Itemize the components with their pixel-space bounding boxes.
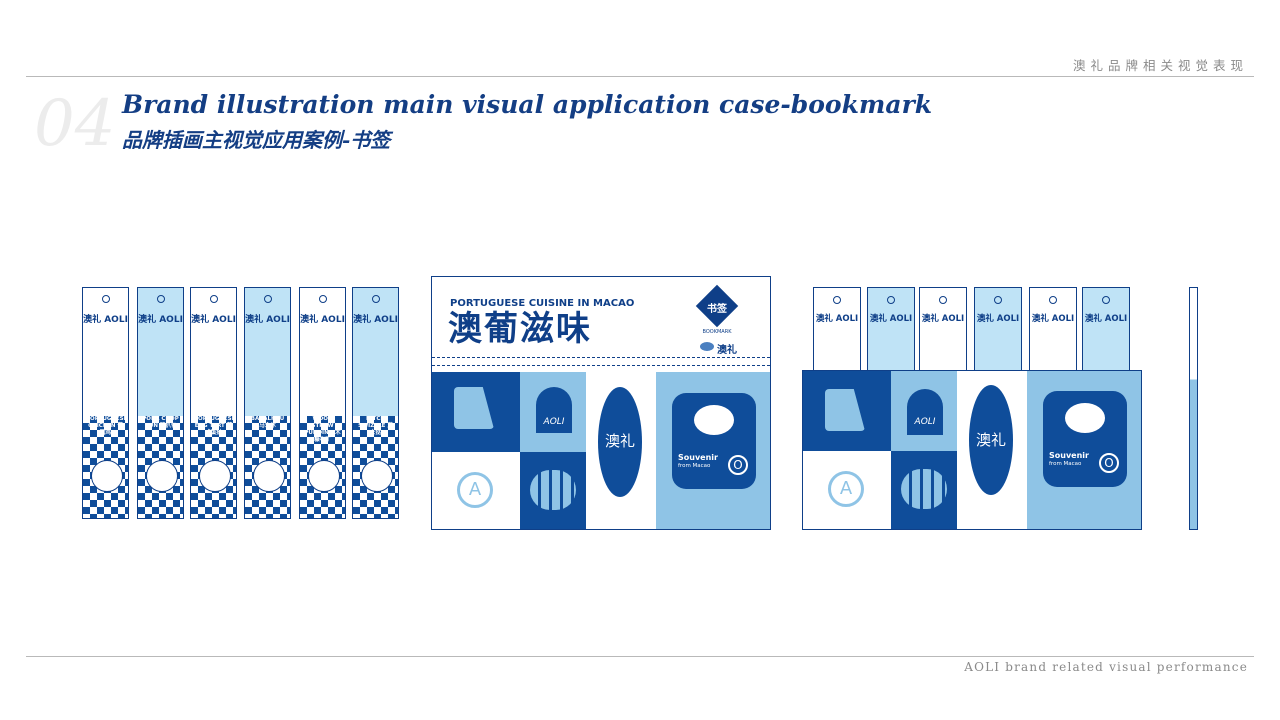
letter-o-icon: O [1099, 453, 1119, 473]
bookmark-logo: 澳礼 AOLI [245, 315, 290, 325]
flower-icon [700, 342, 714, 351]
letter-o-icon: O [728, 455, 748, 475]
hole-icon [887, 296, 895, 304]
bookmark-dish-label: PORK CHOP BUN 猪扒包 [142, 416, 179, 429]
bookmark-dish-label: PORTUGUESE CHICKEN 葡国鸡 [86, 416, 128, 436]
bookmark-logo: 澳礼 AOLI [921, 314, 965, 324]
aoli-text: AOLI [543, 417, 565, 427]
header-brand-title: 澳礼品牌相关视觉表现 [1072, 58, 1248, 73]
bookmark-tab: 澳礼 AOLI [867, 287, 915, 371]
header-divider [26, 76, 1254, 77]
badge-en: BOOKMARK [702, 329, 732, 335]
oval-text: 澳礼 [604, 432, 635, 450]
bookmark-dish-label: DITCH SWIZZLE 芝士挞 [358, 416, 393, 436]
package-side-view [1189, 287, 1198, 530]
hole-icon [371, 295, 380, 303]
section-title-en: Brand illustration main visual applicati… [122, 90, 933, 119]
arch-icon [536, 387, 572, 433]
bookmark-logo: 澳礼 AOLI [976, 314, 1020, 324]
bookmark-card: 澳礼 AOLI DITCH SWIZZLE 芝士挞 [352, 287, 399, 519]
bookmark-tab: 澳礼 AOLI [1082, 287, 1130, 371]
arch-icon [907, 389, 943, 435]
bookmark-logo: 澳礼 AOLI [1031, 314, 1075, 324]
hole-icon [318, 295, 327, 303]
bookmark-tab: 澳礼 AOLI [919, 287, 967, 371]
souvenir-line2: from Macao [1049, 461, 1082, 467]
hole-icon [1102, 296, 1110, 304]
bookmark-card: 澳礼 AOLI PORTUGUESE CHICKEN 葡国鸡 [82, 287, 129, 519]
oval-text: 澳礼 [975, 431, 1006, 449]
aoli-text: AOLI [914, 417, 936, 427]
bookmark-dish-label: PORTUGUESE EGG TART 葡式蛋挞 [194, 416, 236, 436]
dashed-line [432, 357, 770, 358]
bookmark-card: 澳礼 AOLI BACALHAU 马介休 [244, 287, 291, 519]
bookmark-logo: 澳礼 AOLI [138, 315, 183, 325]
footer-divider [26, 656, 1254, 657]
hole-icon [833, 296, 841, 304]
bookmark-logo: 澳礼 AOLI [869, 314, 913, 324]
section-number: 04 [34, 87, 116, 161]
bookmark-tab: 澳礼 AOLI [1029, 287, 1077, 371]
hole-icon [994, 296, 1002, 304]
dish-character-icon [307, 460, 340, 492]
bookmark-card: 澳礼 AOLI PORTUGUESE EGG TART 葡式蛋挞 [190, 287, 237, 519]
bookmark-dish-label: BACALHAU 马介休 [250, 416, 285, 429]
hole-icon [156, 295, 165, 303]
brand-small: 澳礼 [717, 345, 737, 356]
hole-icon [263, 295, 272, 303]
package-main-title: 澳葡滋味 [448, 309, 592, 349]
bookmark-logo: 澳礼 AOLI [1084, 314, 1128, 324]
dish-character-icon [198, 460, 231, 492]
dish-character-icon [360, 460, 393, 492]
bookmark-logo: 澳礼 AOLI [191, 315, 236, 325]
badge-cn: 书签 [707, 304, 727, 315]
package-box: AOLI A 澳礼 Souvenir from Macao O [802, 370, 1142, 530]
package-tagline: PORTUGUESE CUISINE IN MACAO [450, 298, 635, 309]
dish-character-icon [145, 460, 178, 492]
bookmark-card: 澳礼 AOLI PORK CHOP BUN 猪扒包 [137, 287, 184, 519]
hole-icon [1049, 296, 1057, 304]
souvenir-line1: Souvenir [678, 453, 718, 462]
hole-icon [209, 295, 218, 303]
dish-character-icon [90, 460, 123, 492]
dashed-line [432, 365, 770, 366]
bookmark-tab: 澳礼 AOLI [813, 287, 861, 371]
coin-stack-icon [530, 470, 576, 510]
bookmark-card: 澳礼 AOLI WOOD STRAW PUDDING 木糠布丁 [299, 287, 346, 519]
flower-logo-icon [1065, 403, 1105, 433]
bookmark-dish-label: WOOD STRAW PUDDING 木糠布丁 [304, 416, 341, 443]
hole-icon [939, 296, 947, 304]
letter-a-icon: A [828, 471, 864, 507]
hole-icon [101, 295, 110, 303]
package-front: PORTUGUESE CUISINE IN MACAO 澳葡滋味 书签 BOOK… [431, 276, 771, 530]
footer-text: AOLI brand related visual performance [964, 660, 1248, 674]
bookmark-logo: 澳礼 AOLI [300, 315, 345, 325]
bookmark-logo: 澳礼 AOLI [83, 315, 128, 325]
section-title-cn: 品牌插画主视觉应用案例-书签 [122, 128, 391, 152]
bookmark-logo: 澳礼 AOLI [815, 314, 859, 324]
oval-badge [598, 387, 642, 497]
souvenir-line2: from Macao [678, 463, 711, 469]
souvenir-line1: Souvenir [1049, 451, 1089, 460]
bookmark-tab: 澳礼 AOLI [974, 287, 1022, 371]
dish-character-icon [252, 460, 285, 492]
flower-logo-icon [694, 405, 734, 435]
bookmark-logo: 澳礼 AOLI [353, 315, 398, 325]
oval-badge [969, 385, 1013, 495]
coin-stack-icon [901, 469, 947, 509]
letter-a-icon: A [457, 472, 493, 508]
